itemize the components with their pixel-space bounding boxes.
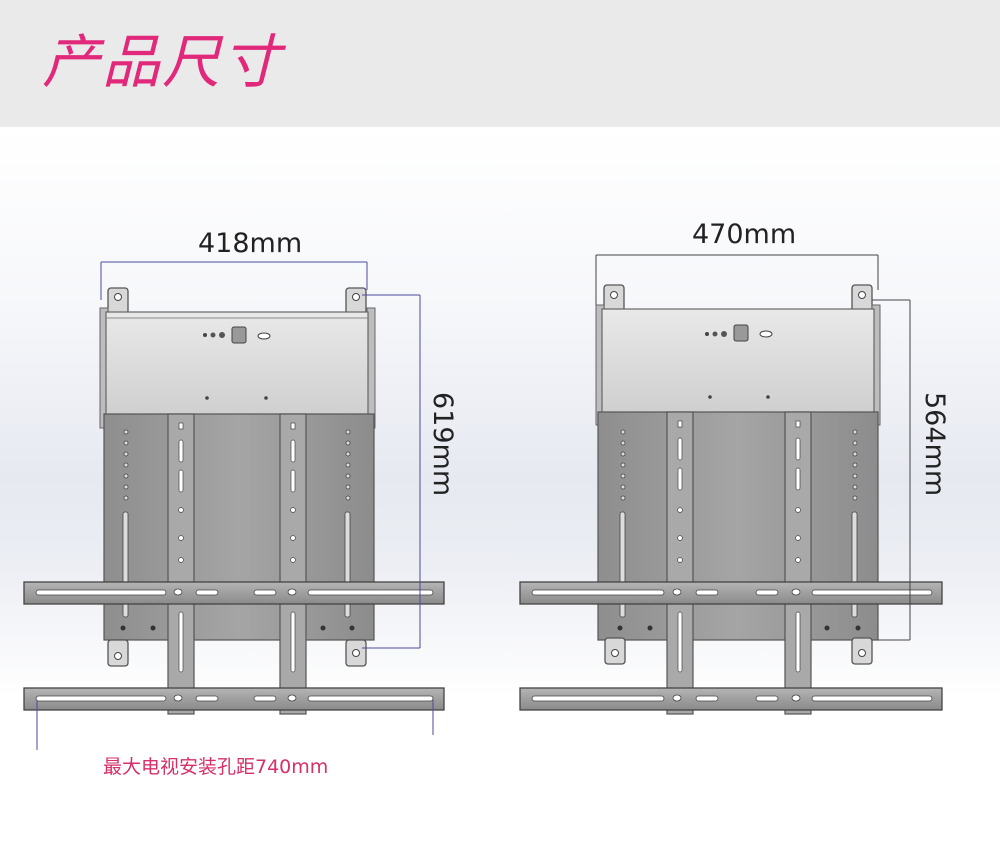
left-bottom-tab-left [107,639,129,667]
left-hole-distance-line [36,700,434,750]
right-top-tab-right [851,284,873,312]
page-title: 产品尺寸 [42,28,283,96]
right-bottom-tab-left [604,637,626,665]
left-bottom-tab-right [345,639,367,667]
left-mount [23,287,445,715]
right-top-tab-left [603,284,625,312]
right-back-plate [597,411,879,641]
right-vertical-strip-2 [784,411,812,715]
left-back-plate [103,413,375,641]
right-height-label: 564mm [919,392,950,497]
right-height-dimension-line [872,299,911,641]
right-horizontal-bar-lower [519,687,943,711]
left-height-label: 619mm [427,392,458,497]
left-top-tab-right [345,287,367,315]
left-horizontal-bar-lower [23,687,445,711]
right-bottom-tab-right [851,637,873,665]
left-width-label: 418mm [198,228,303,259]
left-top-tab-left [107,287,129,315]
right-mount [519,284,943,715]
right-vertical-strip-1 [666,411,694,715]
left-horizontal-bar-upper [23,581,445,605]
left-vertical-strip-2 [279,413,307,715]
right-width-label: 470mm [692,219,797,250]
hole-distance-note: 最大电视安装孔距740mm [103,756,329,778]
left-height-dimension-line [362,294,421,649]
left-vertical-strip-1 [167,413,195,715]
header-band: 产品尺寸 [0,0,1000,127]
left-width-dimension-line [100,261,368,300]
right-width-dimension-line [595,254,879,305]
right-horizontal-bar-upper [519,581,943,605]
